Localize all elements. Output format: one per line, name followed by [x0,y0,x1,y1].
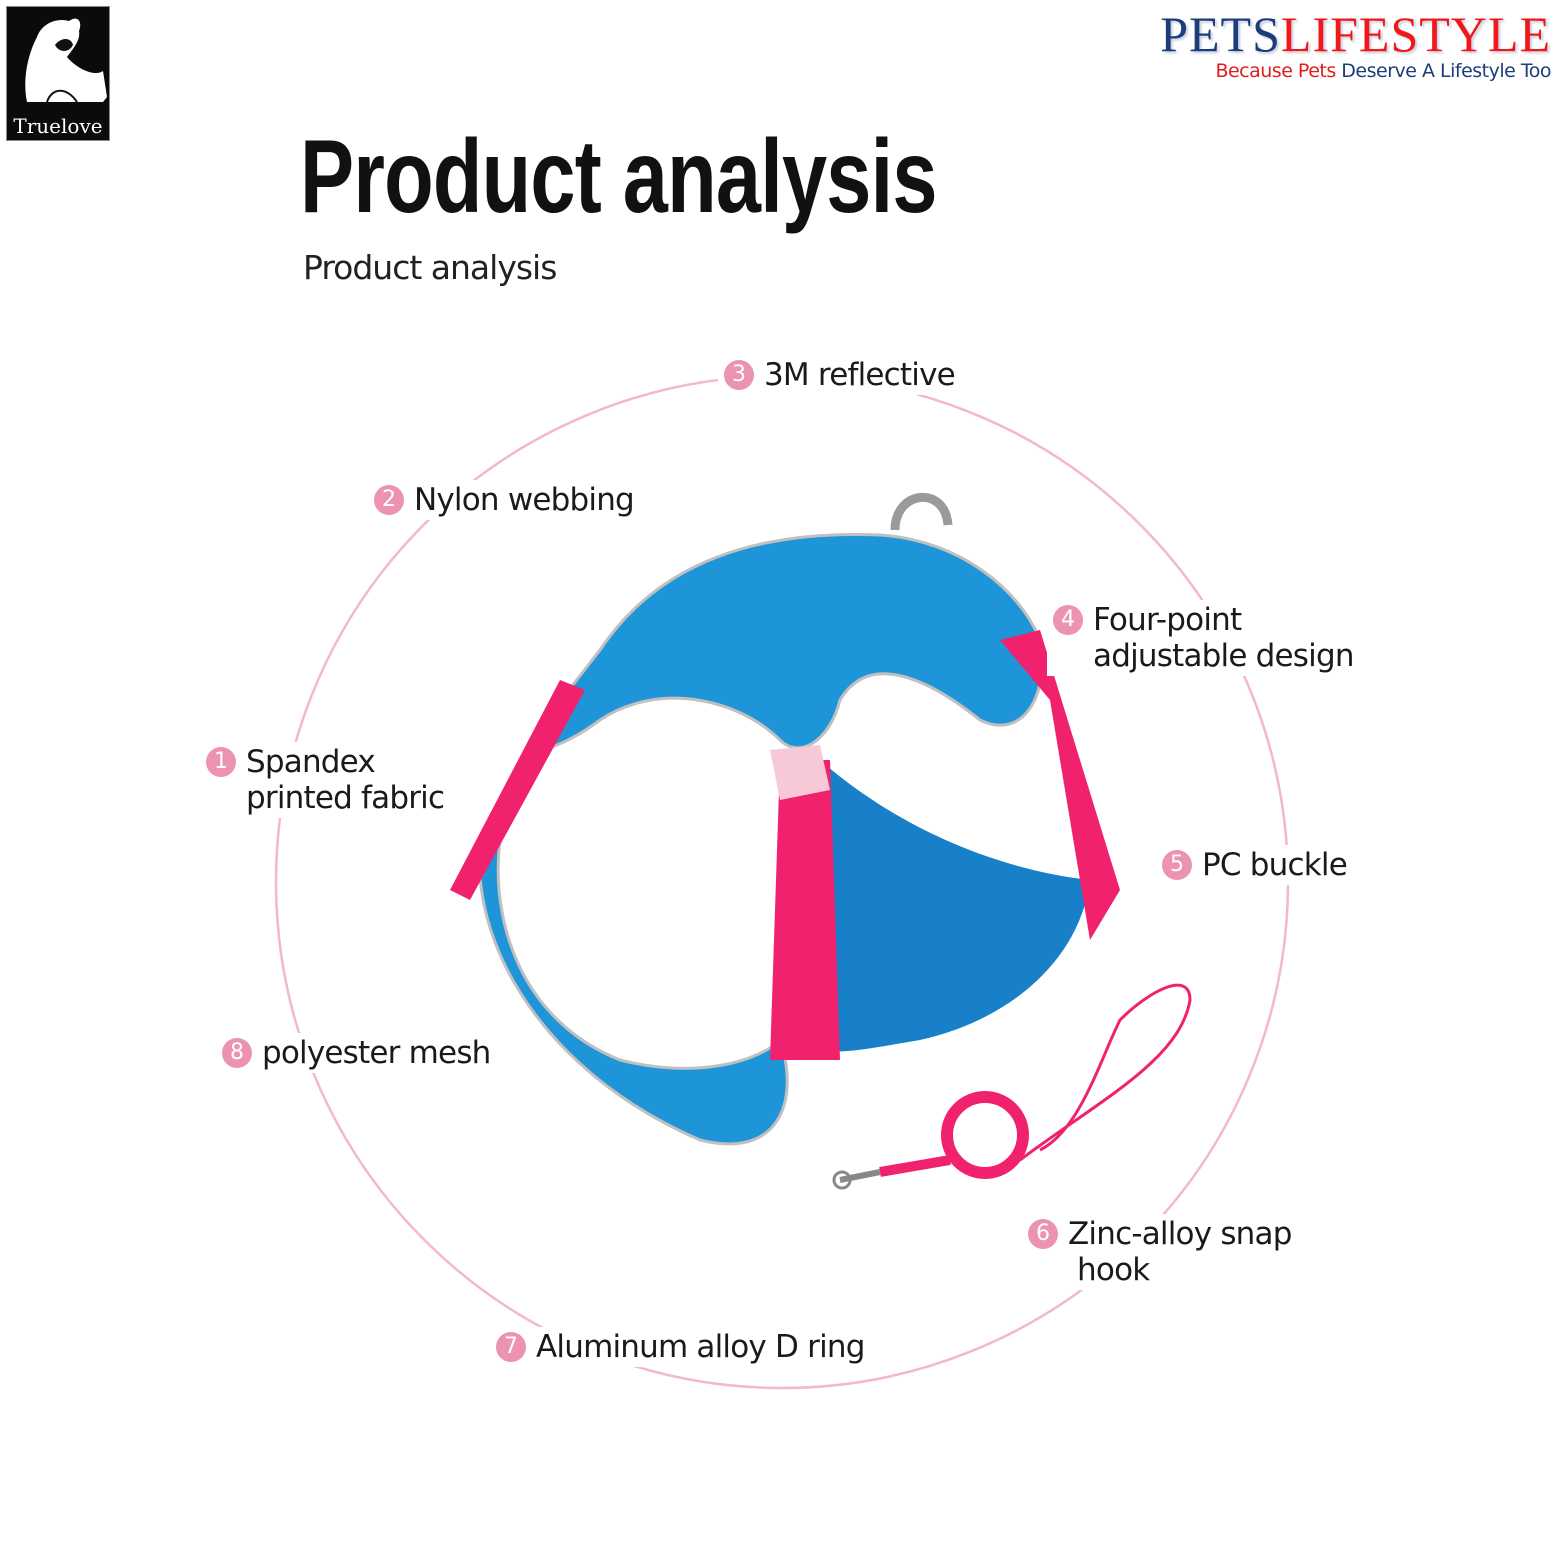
feature-label-line2: hook [1068,1252,1150,1288]
truelove-logo: Truelove [6,6,110,141]
feature-label-line2: adjustable design [1093,638,1355,674]
snap-hook-icon [839,1169,881,1183]
leash-loop [941,1091,1029,1179]
feature-number-badge: 8 [222,1038,252,1068]
feature-number-badge: 6 [1028,1219,1058,1249]
harness-illustration [450,493,1192,1190]
page-subtitle: Product analysis [303,248,557,287]
feature-number-badge: 3 [724,360,754,390]
logo-lifestyle: LIFESTYLE [1280,6,1551,62]
feature-label: Spandex [246,744,376,780]
petslifestyle-logo: PETSLIFESTYLE Because Pets Deserve A Lif… [1160,8,1551,82]
feature-5: 5 PC buckle [1156,845,1353,885]
feature-number-badge: 4 [1053,605,1083,635]
feature-label-line2: printed fabric [246,780,445,816]
feature-label: Four-point [1093,602,1242,638]
feature-label: Nylon webbing [414,482,635,518]
dog-icon [25,18,107,103]
feature-number-badge: 2 [374,485,404,515]
page-title: Product analysis [300,119,938,235]
feature-number-badge: 7 [496,1332,526,1362]
feature-number-badge: 1 [206,747,236,777]
feature-2: 2 Nylon webbing [368,480,640,520]
feature-label: PC buckle [1202,847,1348,883]
feature-7: 7 Aluminum alloy D ring [490,1327,871,1367]
feature-8: 8 polyester mesh [216,1033,497,1073]
feature-number-badge: 5 [1162,850,1192,880]
truelove-wordmark: Truelove [13,114,103,138]
feature-label: Aluminum alloy D ring [536,1329,865,1365]
logo-pets: PETS [1160,6,1281,62]
pc-buckle-icon [770,745,830,800]
tagline-part1: Because Pets [1215,60,1336,82]
feature-label: Zinc-alloy snap [1068,1216,1292,1252]
feature-3: 3 3M reflective [718,355,961,395]
feature-label: polyester mesh [262,1035,491,1071]
d-ring-icon [890,493,953,531]
feature-label: 3M reflective [764,357,956,393]
tagline-part2: Deserve A Lifestyle Too [1341,60,1551,82]
feature-6: 6 Zinc-alloy snap hook [1022,1214,1298,1290]
